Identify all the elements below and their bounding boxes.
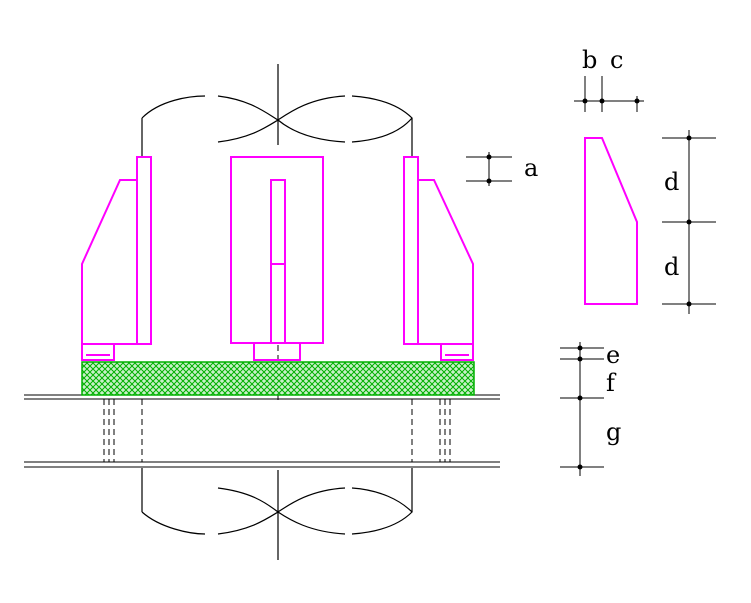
bottom-break-curve-mid-a	[217, 487, 346, 535]
detail-wedge	[584, 137, 638, 305]
hatched-base-plate	[81, 361, 475, 396]
base-rails	[24, 394, 500, 468]
label-e: e	[606, 341, 620, 369]
left-upright	[136, 156, 152, 345]
dot-g-bottom	[577, 464, 583, 470]
dot-b-left	[582, 98, 588, 104]
label-c: c	[610, 46, 623, 74]
magenta-parts	[81, 137, 638, 361]
bottom-break-curve-right	[351, 487, 413, 535]
top-break-curve-mid-a	[217, 95, 346, 143]
top-break-lines	[141, 64, 413, 158]
top-break-curve-right	[351, 95, 413, 143]
top-break-curve-left	[141, 95, 206, 119]
right-foot-pad	[440, 343, 474, 361]
label-d-lower: d	[664, 253, 679, 281]
label-f: f	[606, 369, 617, 397]
dot-b-right	[599, 98, 605, 104]
dot-f-bottom	[577, 395, 583, 401]
dimension-dots	[486, 98, 692, 470]
dot-d-bottom	[686, 301, 692, 307]
bottom-break-lines	[141, 468, 413, 560]
top-break-curve-mid-b	[217, 95, 346, 143]
left-foot-pad	[81, 343, 115, 361]
dot-c-right	[634, 98, 640, 104]
bottom-break-curve-mid-b	[217, 487, 346, 535]
label-d-upper: d	[664, 168, 679, 196]
dot-e-bottom	[577, 356, 583, 362]
label-a: a	[524, 154, 538, 182]
dot-d-top	[686, 135, 692, 141]
bottom-break-curve-left	[141, 511, 206, 535]
center-block	[230, 156, 324, 344]
right-wedge	[417, 179, 474, 345]
label-b: b	[582, 46, 597, 74]
left-wedge	[81, 179, 138, 345]
dot-d-mid	[686, 219, 692, 225]
label-g: g	[606, 418, 621, 446]
center-foot-pad	[253, 342, 301, 361]
right-upright	[403, 156, 419, 345]
center-slot	[270, 179, 286, 344]
dot-e-top	[577, 345, 583, 351]
dot-a-top	[486, 154, 492, 160]
dot-a-bottom	[486, 178, 492, 184]
